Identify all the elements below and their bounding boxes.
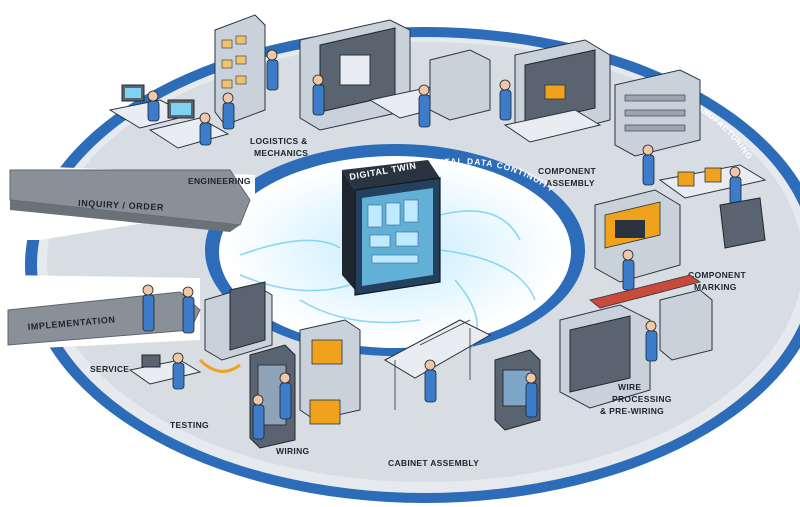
inquiry-order-label: INQUIRY / ORDER: [78, 198, 164, 212]
wire-label-line3: & PRE-WIRING: [600, 406, 664, 416]
testing-label: TESTING: [170, 420, 209, 430]
cabinet-assembly-station: [383, 319, 541, 431]
service-label: SERVICE: [90, 364, 129, 374]
testing-station: [128, 352, 202, 390]
engineering-label: ENGINEERING: [188, 176, 251, 186]
wiring-label: WIRING: [276, 446, 310, 456]
engineering-station: [108, 84, 230, 149]
digital-twin-cabinet: DIGITAL TWIN: [342, 160, 441, 296]
component-marking-label-line2: MARKING: [694, 282, 737, 292]
mechanics-machine: [299, 19, 491, 131]
component-marking-label-line1: COMPONENT: [688, 270, 746, 280]
implementation-cabinet: [198, 281, 273, 373]
component-assembly-station: [499, 39, 611, 143]
component-assembly-label-line1: COMPONENT: [538, 166, 596, 176]
component-assembly-label-line2: ASSEMBLY: [546, 178, 595, 188]
component-marking-station: [594, 189, 681, 291]
cabinet-assembly-label: CABINET ASSEMBLY: [388, 458, 479, 468]
inquiry-order-arrow: INQUIRY / ORDER: [9, 169, 251, 232]
logistics-station: [214, 14, 279, 130]
manufacturing-racks: [614, 69, 767, 249]
wire-processing-station: [559, 274, 713, 409]
logistics-label-line2: MECHANICS: [254, 148, 308, 158]
data-flow-lines: [239, 210, 536, 351]
wire-label-line2: PROCESSING: [612, 394, 672, 404]
service-station: [142, 284, 195, 334]
wire-label-line1: WIRE: [618, 382, 641, 392]
wiring-station: [249, 319, 361, 449]
logistics-label-line1: LOGISTICS &: [250, 136, 308, 146]
